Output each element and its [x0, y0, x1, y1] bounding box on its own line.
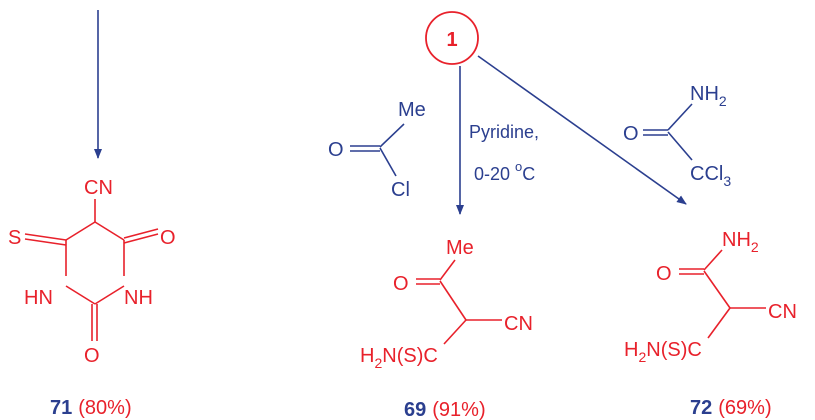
c71-number: 71: [50, 397, 72, 419]
c72-amine-base: NH: [722, 229, 751, 251]
c71-bond-c5-c4: [65, 221, 96, 241]
c69-number: 69: [404, 399, 426, 420]
c71-caption: 71 (80%): [50, 397, 132, 419]
c71-o-right: O: [160, 227, 176, 249]
c71-nh: NH: [124, 287, 153, 309]
reactant-circle: [425, 11, 479, 65]
c72-amine-sub: 2: [751, 239, 759, 255]
c69-yield: (91%): [432, 399, 485, 420]
c72-caption: 72 (69%): [690, 397, 772, 419]
c69-methyl: Me: [446, 237, 474, 259]
c71-hn: HN: [24, 287, 53, 309]
c72-cn: CN: [768, 301, 797, 323]
c72-amine: NH2: [722, 229, 759, 255]
acetyl-bond-cl: [379, 147, 397, 177]
reactant-label: 1: [446, 29, 457, 51]
c72-bond-cs: [707, 307, 731, 339]
c72-bond-c-ch: [703, 270, 731, 309]
compound-71: CN S O HN NH O 71 (80%): [8, 177, 176, 419]
conditions-unit: C: [522, 164, 535, 184]
c72-thioamide: H2N(S)C: [624, 339, 702, 365]
c72-h: H: [624, 339, 638, 361]
c72-h-sub: 2: [638, 349, 646, 365]
c69-bond-cs: [443, 319, 467, 345]
tca-ccl-sub: 3: [723, 173, 731, 189]
conditions-temp: 0-20: [474, 164, 515, 184]
c72-yield: (69%): [718, 397, 771, 419]
c71-bond-co1: [123, 228, 159, 239]
tca-ccl3: CCl3: [690, 163, 731, 189]
tca-amine-sub: 2: [719, 93, 727, 109]
c71-yield: (80%): [78, 397, 131, 419]
conditions-degree: o: [515, 159, 522, 174]
c69-h: H: [360, 345, 374, 367]
reagent-acetyl-chloride: Me O Cl: [328, 99, 426, 201]
conditions-line2: 0-20 oC: [474, 159, 535, 184]
c72-bond-n: [703, 249, 723, 271]
c69-h-sub: 2: [374, 355, 382, 371]
tca-amine: NH2: [690, 83, 727, 109]
c69-thioamide: H2N(S)C: [360, 345, 438, 371]
acetyl-chlorine: Cl: [391, 179, 410, 201]
c69-oxygen: O: [393, 273, 409, 295]
reagent-trichloroacetamide: NH2 O CCl3: [623, 83, 731, 189]
acetyl-oxygen: O: [328, 139, 344, 161]
c69-bond-c-ch: [439, 280, 467, 321]
c69-bond-me: [439, 259, 456, 281]
acetyl-bond-me: [379, 123, 405, 148]
tca-amine-base: NH: [690, 83, 719, 105]
acetyl-methyl: Me: [398, 99, 426, 121]
c71-bond-n1-c2: [94, 285, 125, 305]
c72-number: 72: [690, 397, 712, 419]
tca-ccl-base: CCl: [690, 163, 723, 185]
c69-caption: 69 (91%): [404, 399, 486, 420]
compound-69: Me O CN H2N(S)C 69 (91%): [360, 237, 533, 420]
c72-oxygen: O: [656, 263, 672, 285]
c71-bond-cs2: [24, 238, 67, 246]
c71-bond-c5-c6: [94, 221, 125, 241]
arrow-to-72: [477, 55, 687, 205]
reactant-1: 1: [425, 11, 479, 65]
c69-cn: CN: [504, 313, 533, 335]
c71-bond-co2: [123, 233, 159, 244]
c71-bond-cs1: [24, 233, 67, 241]
c71-bond-n3-c2: [65, 285, 96, 305]
tca-bond-n: [667, 103, 693, 131]
tca-bond-c: [667, 131, 693, 161]
c71-cn: CN: [84, 177, 113, 199]
c71-o-bottom: O: [84, 345, 100, 367]
tca-oxygen: O: [623, 123, 639, 145]
reaction-conditions: Pyridine, 0-20 oC: [469, 122, 539, 184]
compound-72: NH2 O CN H2N(S)C 72(69%): [624, 229, 797, 419]
conditions-line1: Pyridine,: [469, 122, 539, 142]
c71-s: S: [8, 227, 21, 249]
c69-nsc: N(S)C: [382, 345, 438, 367]
c72-nsc: N(S)C: [646, 339, 702, 361]
